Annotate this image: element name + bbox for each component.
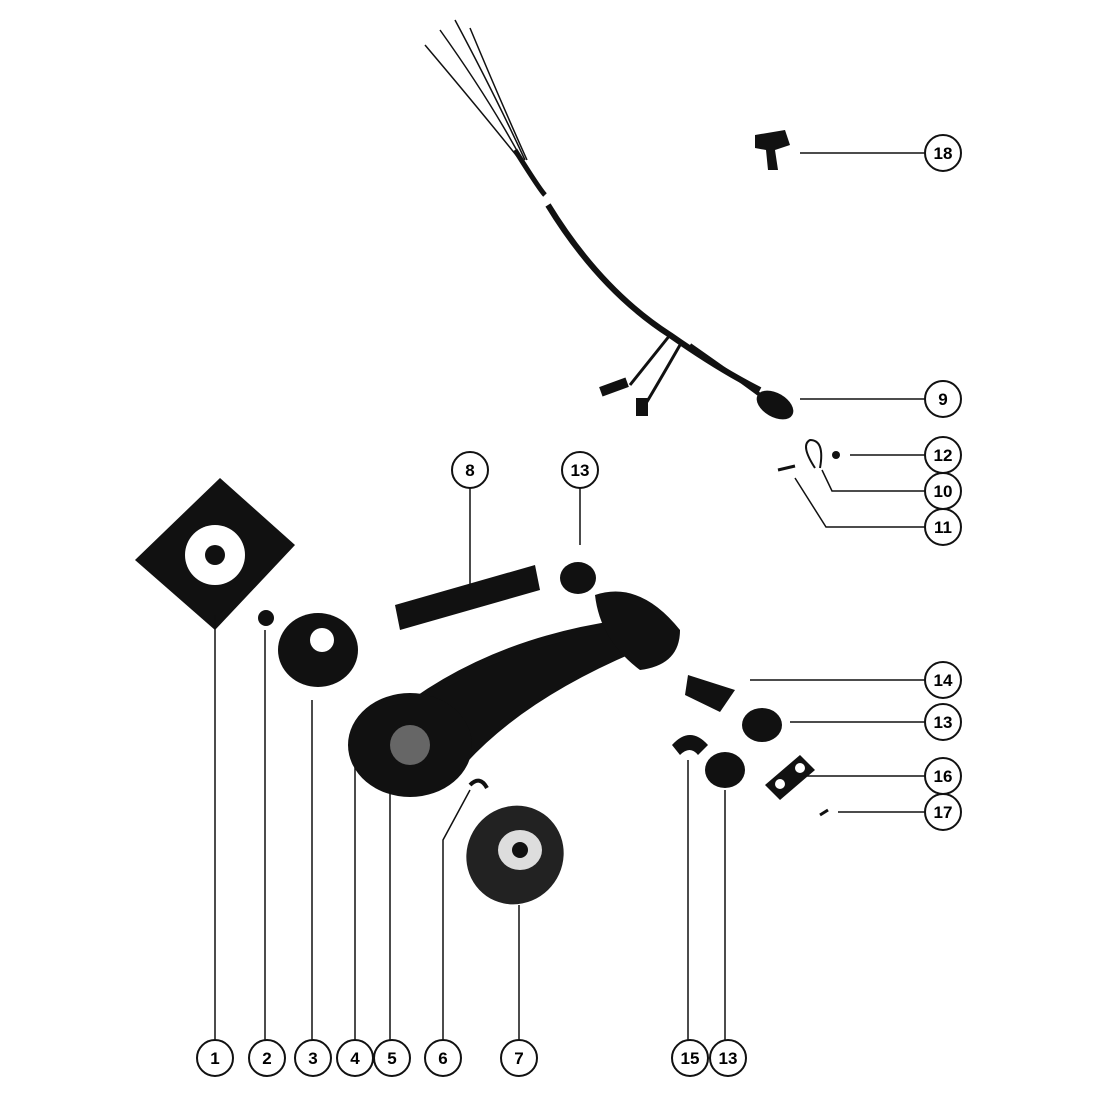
part-6-spring bbox=[468, 778, 489, 790]
callout-13: 13 bbox=[561, 451, 599, 489]
clip-part-10 bbox=[805, 438, 823, 469]
callout-7: 7 bbox=[500, 1039, 538, 1077]
callout-16: 16 bbox=[924, 757, 962, 795]
callout-circle bbox=[373, 1039, 411, 1077]
part-16-plate bbox=[765, 755, 815, 800]
part-14 bbox=[685, 675, 735, 712]
callout-circle bbox=[924, 134, 962, 172]
screw-part-2 bbox=[258, 610, 274, 626]
callout-12: 12 bbox=[924, 436, 962, 474]
callout-circle bbox=[709, 1039, 747, 1077]
callout-number: 4 bbox=[350, 1049, 360, 1068]
screw-part-11 bbox=[777, 464, 796, 472]
callout-circle bbox=[924, 661, 962, 699]
callout-4: 4 bbox=[336, 1039, 374, 1077]
part-3-cover bbox=[278, 613, 358, 687]
callout-number: 14 bbox=[934, 671, 953, 690]
callout-18: 18 bbox=[924, 134, 962, 172]
callout-circle bbox=[924, 508, 962, 546]
callout-circle bbox=[561, 451, 599, 489]
callout-number: 16 bbox=[934, 767, 953, 786]
callout-number: 9 bbox=[938, 390, 947, 409]
callout-number: 6 bbox=[438, 1049, 447, 1068]
callout-circle bbox=[924, 380, 962, 418]
callout-circle bbox=[924, 793, 962, 831]
callout-2: 2 bbox=[248, 1039, 286, 1077]
callout-number: 7 bbox=[514, 1049, 523, 1068]
callout-number: 1 bbox=[210, 1049, 219, 1068]
screw-part-17 bbox=[819, 808, 829, 817]
callout-15: 15 bbox=[671, 1039, 709, 1077]
callout-circle bbox=[248, 1039, 286, 1077]
connector-part bbox=[599, 377, 629, 397]
callout-number: 10 bbox=[934, 482, 953, 501]
callout-number: 18 bbox=[934, 144, 953, 163]
callout-circle bbox=[196, 1039, 234, 1077]
callout-17: 17 bbox=[924, 793, 962, 831]
callout-number: 3 bbox=[308, 1049, 317, 1068]
part-13-bushing bbox=[742, 708, 782, 742]
callout-number: 13 bbox=[934, 713, 953, 732]
callout-circle bbox=[500, 1039, 538, 1077]
part-8-bar bbox=[395, 565, 540, 630]
connector-part bbox=[636, 398, 648, 416]
callout-14: 14 bbox=[924, 661, 962, 699]
callout-circle bbox=[294, 1039, 332, 1077]
part-18 bbox=[755, 130, 790, 170]
callout-10: 10 bbox=[924, 472, 962, 510]
leader-lines bbox=[214, 152, 925, 1040]
callout-circle bbox=[924, 703, 962, 741]
callout-3: 3 bbox=[294, 1039, 332, 1077]
callout-6: 6 bbox=[424, 1039, 462, 1077]
plug-part-9 bbox=[756, 390, 794, 420]
handle-body bbox=[348, 591, 680, 797]
callout-circle bbox=[424, 1039, 462, 1077]
callout-number: 2 bbox=[262, 1049, 271, 1068]
callout-number: 13 bbox=[571, 461, 590, 480]
callout-number: 5 bbox=[387, 1049, 396, 1068]
callout-circle bbox=[451, 451, 489, 489]
callout-9: 9 bbox=[924, 380, 962, 418]
part-1-plate bbox=[135, 478, 295, 630]
part-15 bbox=[672, 735, 708, 755]
callout-5: 5 bbox=[373, 1039, 411, 1077]
nut-part-12 bbox=[832, 451, 840, 459]
callout-8: 8 bbox=[451, 451, 489, 489]
callout-13: 13 bbox=[709, 1039, 747, 1077]
callout-number: 17 bbox=[934, 803, 953, 822]
callout-number: 12 bbox=[934, 446, 953, 465]
callout-11: 11 bbox=[924, 508, 962, 546]
callout-number: 11 bbox=[934, 518, 952, 537]
callout-number: 13 bbox=[719, 1049, 738, 1068]
part-7-plate bbox=[466, 805, 564, 905]
callout-number: 15 bbox=[681, 1049, 700, 1068]
part-13-bushing bbox=[705, 752, 745, 788]
wire-harness bbox=[424, 19, 762, 406]
part-13-bushing bbox=[560, 562, 596, 594]
callout-1: 1 bbox=[196, 1039, 234, 1077]
callout-13: 13 bbox=[924, 703, 962, 741]
callout-number: 8 bbox=[465, 461, 474, 480]
callout-circle bbox=[671, 1039, 709, 1077]
